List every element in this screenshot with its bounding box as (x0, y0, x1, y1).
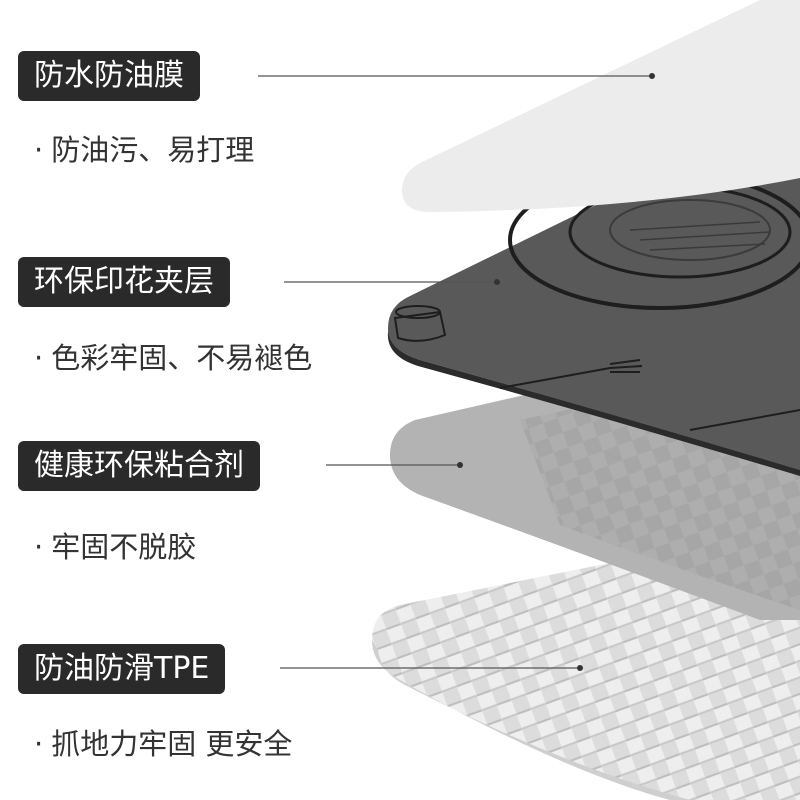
layer-desc-adhesive: ·牢固不脱胶 (34, 527, 196, 567)
bullet: · (34, 341, 44, 375)
film-layer (402, 0, 800, 212)
layer-desc-text: 抓地力牢固 更安全 (51, 727, 293, 761)
layer-title-tpe: 防油防滑TPE (18, 644, 226, 694)
layer-desc-film: ·防油污、易打理 (34, 130, 254, 170)
layer-title-adhesive: 健康环保粘合剂 (18, 441, 260, 491)
bullet: · (34, 530, 44, 564)
layer-desc-tpe: ·抓地力牢固 更安全 (34, 724, 292, 764)
layer-title-print: 环保印花夹层 (18, 257, 230, 307)
layer-title-film: 防水防油膜 (18, 51, 200, 101)
bullet: · (34, 133, 44, 167)
layer-desc-text: 牢固不脱胶 (51, 530, 197, 564)
bullet: · (34, 727, 44, 761)
leader-lines (258, 75, 652, 669)
layer-desc-text: 防油污、易打理 (51, 133, 255, 167)
leader-dots (457, 73, 655, 671)
layer-desc-print: ·色彩牢固、不易褪色 (34, 338, 312, 378)
layer-desc-text: 色彩牢固、不易褪色 (51, 341, 313, 375)
